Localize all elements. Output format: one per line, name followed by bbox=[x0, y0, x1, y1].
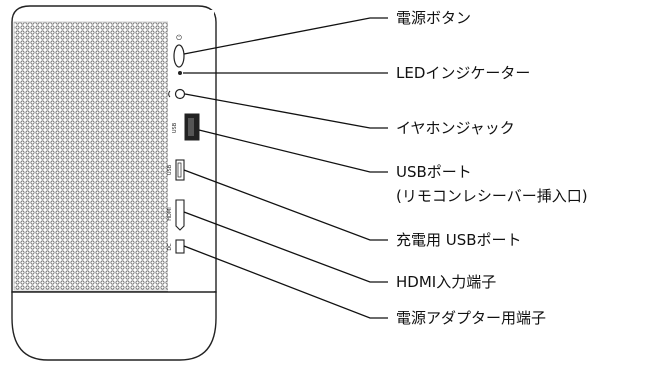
dc-port-shape bbox=[175, 239, 185, 254]
leader-hdmi bbox=[183, 211, 388, 283]
hdmi-port-shape bbox=[175, 199, 185, 231]
leader-jack bbox=[184, 93, 388, 129]
power-symbol-icon: ⏻ bbox=[176, 34, 182, 42]
leader-power bbox=[183, 17, 388, 55]
usb-lower-marking: USB bbox=[167, 164, 173, 175]
label-usb-port-sub: (リモコンレシーバー挿入口) bbox=[396, 187, 588, 205]
hdmi-marking: HDMI bbox=[167, 207, 173, 220]
power-button-shape bbox=[173, 44, 185, 68]
label-usb-port: USBポート bbox=[396, 163, 472, 181]
led-indicator-shape bbox=[178, 71, 182, 75]
label-hdmi-port: HDMI入力端子 bbox=[396, 273, 497, 291]
label-earphone-jack: イヤホンジャック bbox=[396, 119, 515, 137]
label-led-indicator: LEDインジケーター bbox=[396, 64, 531, 82]
usb-upper-marking: USB bbox=[172, 122, 178, 133]
headphone-icon bbox=[168, 90, 171, 98]
dc-marking: DC bbox=[167, 243, 173, 251]
device-base bbox=[11, 291, 217, 361]
leader-dc bbox=[183, 245, 388, 319]
label-power-button: 電源ボタン bbox=[396, 9, 472, 27]
speaker-mesh bbox=[14, 22, 168, 290]
leader-usb bbox=[198, 129, 388, 173]
earphone-jack-shape bbox=[174, 88, 186, 100]
leader-lines bbox=[183, 17, 388, 319]
label-dc-port: 電源アダプター用端子 bbox=[396, 309, 547, 327]
label-charge-usb-port: 充電用 USBポート bbox=[396, 231, 522, 249]
leader-charge-usb bbox=[183, 169, 388, 241]
